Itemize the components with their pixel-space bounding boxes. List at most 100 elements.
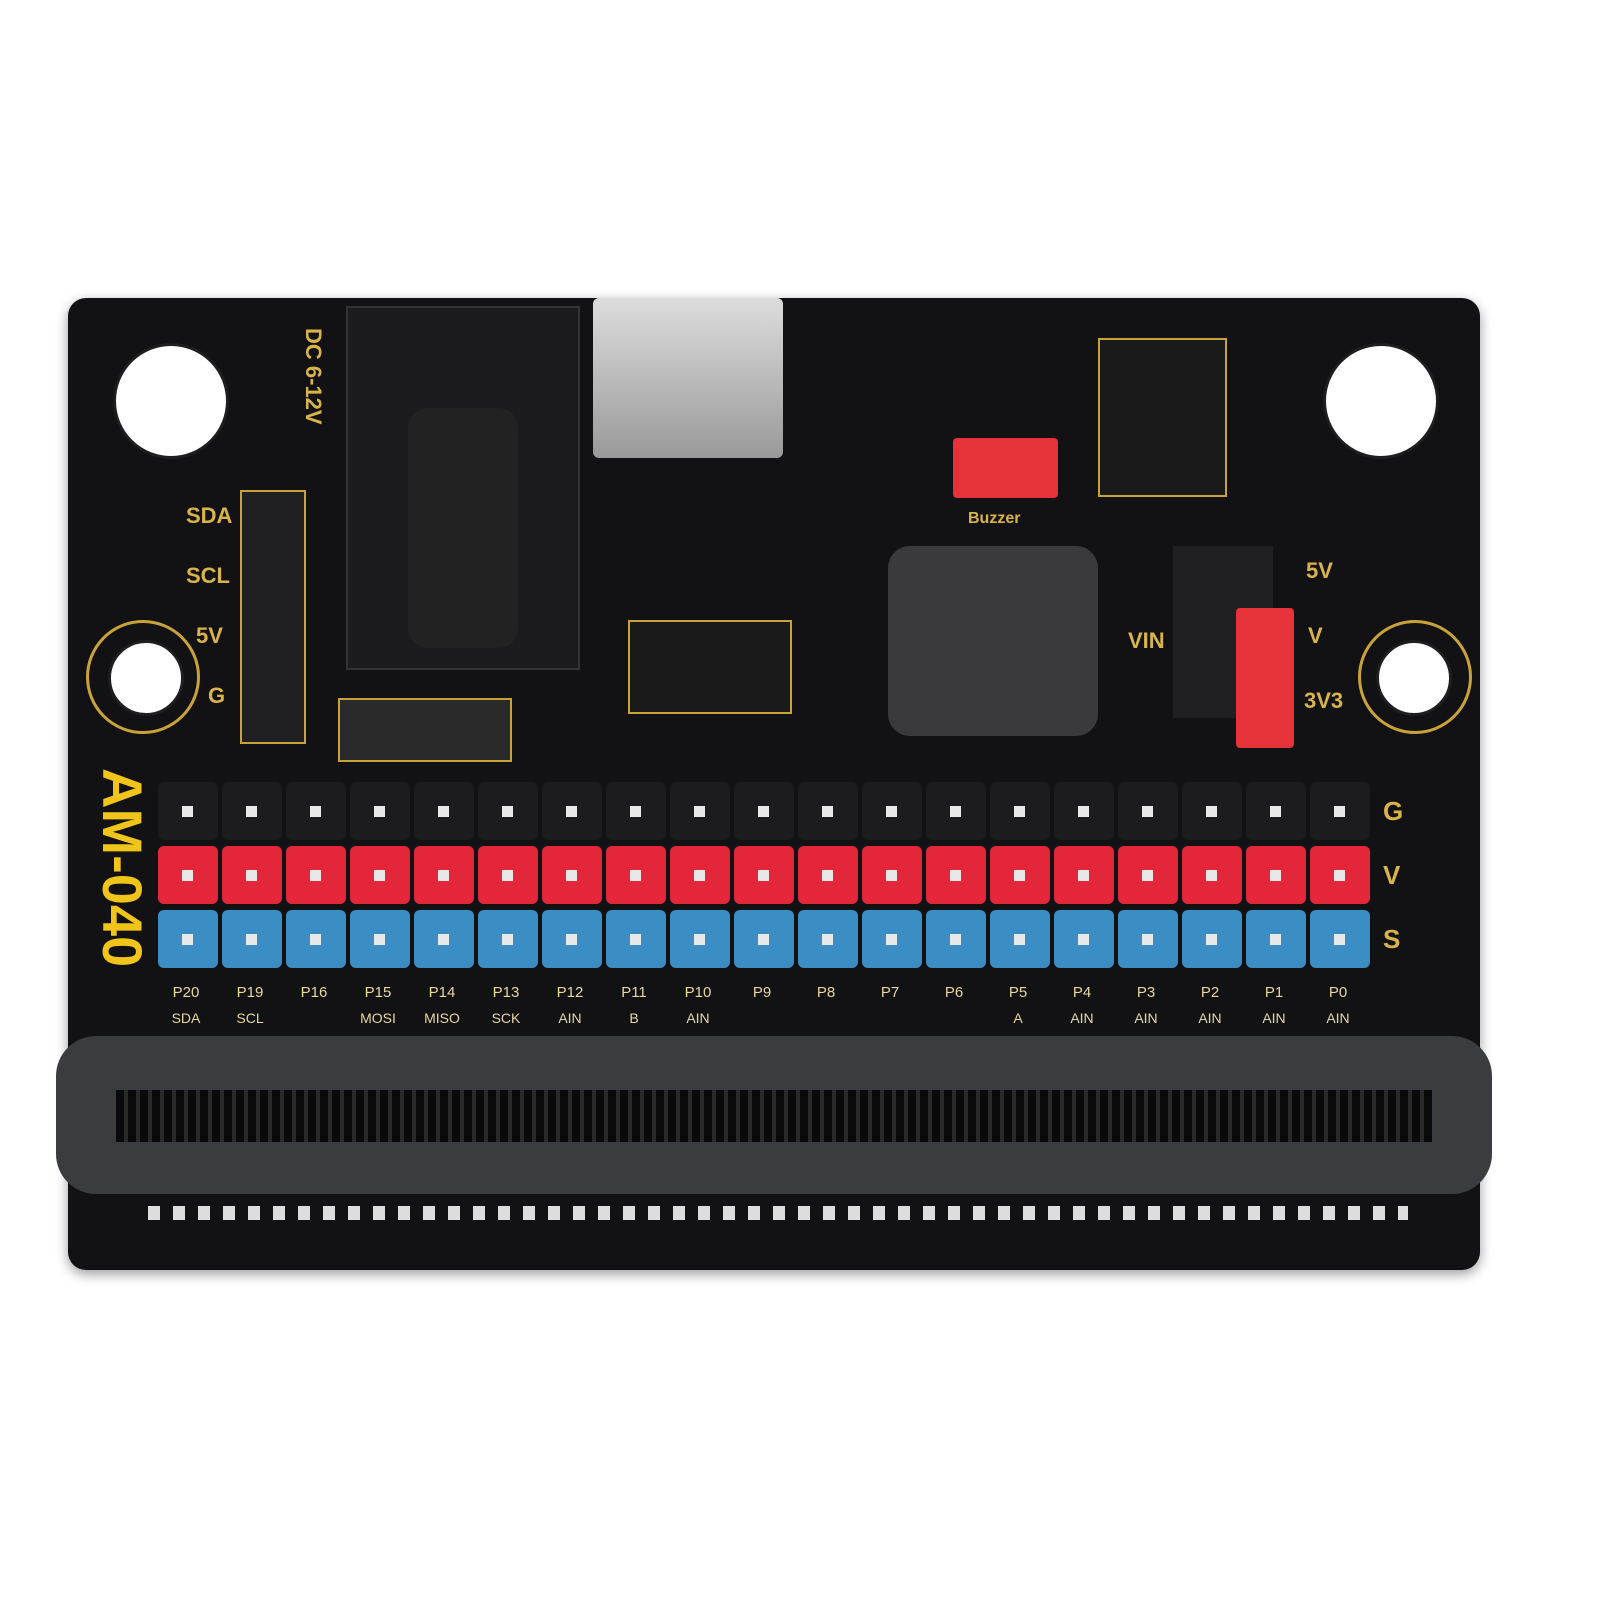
pin-label: P7 bbox=[880, 984, 900, 1001]
function-label: AIN bbox=[1198, 1010, 1222, 1026]
i2c-label-g: G bbox=[208, 683, 226, 708]
function-label bbox=[732, 1010, 792, 1026]
mount-hole bbox=[1323, 343, 1439, 459]
header-pin[interactable] bbox=[1182, 846, 1242, 904]
function-label: MOSI bbox=[360, 1010, 396, 1026]
function-label: AIN bbox=[1134, 1010, 1158, 1026]
header-pin[interactable] bbox=[670, 910, 730, 968]
header-pin[interactable] bbox=[1054, 846, 1114, 904]
header-pin[interactable] bbox=[414, 782, 474, 840]
i2c-label-5v: 5V bbox=[196, 623, 223, 648]
header-pin[interactable] bbox=[542, 846, 602, 904]
dc-jack[interactable] bbox=[346, 306, 580, 670]
pin-label: P12 bbox=[556, 984, 584, 1001]
header-pin[interactable] bbox=[670, 782, 730, 840]
power-label-5v: 5V bbox=[1306, 558, 1333, 583]
pin-label: P5 bbox=[1008, 984, 1028, 1001]
header-pin[interactable] bbox=[926, 782, 986, 840]
header-pin[interactable] bbox=[350, 910, 410, 968]
header-pin[interactable] bbox=[1118, 782, 1178, 840]
header-pin[interactable] bbox=[926, 910, 986, 968]
header-pin[interactable] bbox=[606, 910, 666, 968]
header-pin[interactable] bbox=[478, 910, 538, 968]
header-pin[interactable] bbox=[1246, 782, 1306, 840]
header-pin[interactable] bbox=[1246, 846, 1306, 904]
header-pin[interactable] bbox=[990, 846, 1050, 904]
i2c-label-sda: SDA bbox=[186, 503, 233, 528]
edge-connector-slot[interactable] bbox=[56, 1036, 1492, 1194]
header-pin[interactable] bbox=[926, 846, 986, 904]
function-label: AIN bbox=[686, 1010, 710, 1026]
micro-usb-port[interactable] bbox=[593, 298, 783, 458]
header-pin[interactable] bbox=[798, 846, 858, 904]
header-pin[interactable] bbox=[734, 846, 794, 904]
power-select-jumper[interactable] bbox=[1236, 608, 1294, 748]
header-pin[interactable] bbox=[606, 846, 666, 904]
pin-label: P15 bbox=[364, 984, 392, 1001]
function-label: AIN bbox=[1326, 1010, 1350, 1026]
mount-ring bbox=[1358, 620, 1472, 734]
pin-label: P9 bbox=[752, 984, 772, 1001]
header-pin[interactable] bbox=[1246, 910, 1306, 968]
header-pin[interactable] bbox=[158, 846, 218, 904]
header-pin[interactable] bbox=[222, 910, 282, 968]
header-pin[interactable] bbox=[1118, 846, 1178, 904]
header-pin[interactable] bbox=[1310, 910, 1370, 968]
header-pin[interactable] bbox=[990, 910, 1050, 968]
header-pin[interactable] bbox=[734, 782, 794, 840]
ground-pin-row[interactable] bbox=[158, 782, 1370, 840]
i2c-header[interactable] bbox=[240, 490, 306, 744]
header-pin[interactable] bbox=[350, 846, 410, 904]
pin-label: P13 bbox=[492, 984, 520, 1001]
buzzer-jumper[interactable] bbox=[953, 438, 1058, 498]
header-pin[interactable] bbox=[798, 782, 858, 840]
header-pin[interactable] bbox=[222, 846, 282, 904]
header-pin[interactable] bbox=[414, 846, 474, 904]
pin-label: P20 bbox=[172, 984, 200, 1001]
header-pin[interactable] bbox=[670, 846, 730, 904]
header-pin[interactable] bbox=[478, 782, 538, 840]
header-pin[interactable] bbox=[862, 910, 922, 968]
row-label-v: V bbox=[1383, 860, 1401, 890]
header-pin[interactable] bbox=[606, 782, 666, 840]
regulator-chip bbox=[1098, 338, 1227, 497]
header-pin[interactable] bbox=[222, 782, 282, 840]
header-pin[interactable] bbox=[1182, 910, 1242, 968]
header-pin[interactable] bbox=[1054, 782, 1114, 840]
buzzer bbox=[888, 546, 1098, 736]
header-pin[interactable] bbox=[1118, 910, 1178, 968]
mount-hole bbox=[113, 343, 229, 459]
i2c-label-scl: SCL bbox=[186, 563, 230, 588]
header-pin[interactable] bbox=[862, 782, 922, 840]
pin-label: P6 bbox=[944, 984, 964, 1001]
function-label bbox=[796, 1010, 856, 1026]
header-pin[interactable] bbox=[1182, 782, 1242, 840]
header-pin[interactable] bbox=[286, 910, 346, 968]
signal-pin-row[interactable] bbox=[158, 910, 1370, 968]
header-pin[interactable] bbox=[158, 910, 218, 968]
header-pin[interactable] bbox=[286, 782, 346, 840]
header-pin[interactable] bbox=[798, 910, 858, 968]
pin-label: P11 bbox=[621, 984, 647, 1001]
header-pin[interactable] bbox=[734, 910, 794, 968]
header-pin[interactable] bbox=[1310, 782, 1370, 840]
header-pin[interactable] bbox=[286, 846, 346, 904]
pin-label: P10 bbox=[684, 984, 712, 1001]
header-pin[interactable] bbox=[990, 782, 1050, 840]
mount-hole bbox=[1376, 640, 1452, 716]
header-pin[interactable] bbox=[1310, 846, 1370, 904]
header-pin[interactable] bbox=[478, 846, 538, 904]
function-label: MISO bbox=[424, 1010, 460, 1026]
header-pin[interactable] bbox=[1054, 910, 1114, 968]
pin-label: P8 bbox=[816, 984, 836, 1001]
power-label-v: V bbox=[1308, 623, 1323, 648]
header-pin[interactable] bbox=[542, 910, 602, 968]
vcc-pin-row[interactable] bbox=[158, 846, 1370, 904]
model-label: AM-040 bbox=[91, 768, 154, 968]
header-pin[interactable] bbox=[542, 782, 602, 840]
pin-label: P0 bbox=[1328, 984, 1348, 1001]
header-pin[interactable] bbox=[350, 782, 410, 840]
header-pin[interactable] bbox=[158, 782, 218, 840]
header-pin[interactable] bbox=[862, 846, 922, 904]
header-pin[interactable] bbox=[414, 910, 474, 968]
